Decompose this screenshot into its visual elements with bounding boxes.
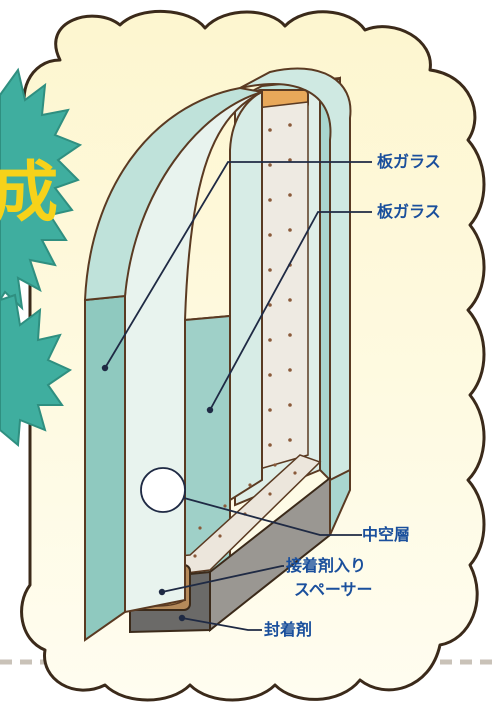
leader-air-layer <box>183 497 362 536</box>
label-glass-2: 板ガラス <box>377 202 441 221</box>
badge-glyph: 成 <box>0 154 58 231</box>
front-glass-pane <box>84 294 126 642</box>
outer-right-pane-bottom <box>329 468 351 536</box>
leader-spacer <box>161 565 284 593</box>
label-spacer-line2: スペーサー <box>294 580 373 599</box>
leader-glass1 <box>104 161 372 369</box>
starburst-badge <box>0 67 83 311</box>
label-air-layer: 中空層 <box>362 525 411 544</box>
label-glass-1: 板ガラス <box>377 152 441 171</box>
spacer-dots <box>268 123 292 447</box>
spacer-column <box>255 101 309 471</box>
leader-dots <box>101 364 214 622</box>
front-glass-top-curve <box>83 86 263 302</box>
leader-lines <box>104 161 372 631</box>
label-spacer-line1: 接着剤入り <box>286 556 367 575</box>
label-sealant: 封着剤 <box>264 620 313 639</box>
leader-glass2 <box>209 211 372 411</box>
starburst-badge-2 <box>0 293 73 448</box>
air-layer-marker <box>140 467 186 513</box>
leader-sealant <box>181 617 262 631</box>
